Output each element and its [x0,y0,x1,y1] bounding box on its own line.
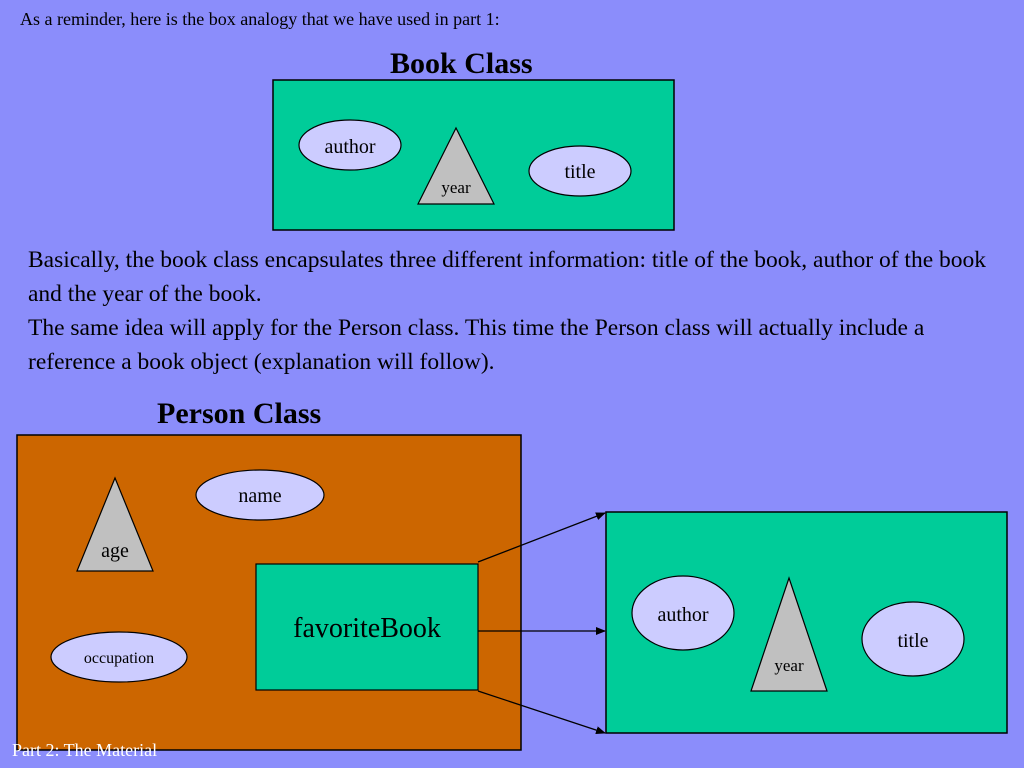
ref-book-author-label: author [657,604,708,626]
explanation-paragraph: Basically, the book class encapsulates t… [28,243,988,379]
book-author-label: author [324,136,375,158]
person-class-box: age name occupation favoriteBook [16,434,522,751]
book-year-label: year [441,178,471,197]
reference-arrows [477,512,606,734]
person-name-label: name [238,485,281,507]
explanation-line-1: Basically, the book class encapsulates t… [28,247,987,307]
ref-book-title-field: title [861,601,965,677]
book-class-box: author year title [272,79,675,231]
reminder-text: As a reminder, here is the box analogy t… [20,9,500,29]
person-occupation-field: occupation [50,631,188,683]
book-class-heading: Book Class [390,47,533,80]
person-favorite-book-field: favoriteBook [255,563,479,691]
favorite-book-label: favoriteBook [293,613,441,644]
ref-book-title-label: title [897,630,928,652]
ref-book-year-field: year [750,576,828,692]
book-author-field: author [298,119,402,171]
explanation-line-2: The same idea will apply for the Person … [28,315,925,375]
person-occupation-label: occupation [84,650,154,667]
arrow-top [477,512,606,563]
ref-book-year-label: year [774,656,804,675]
person-age-field: age [76,476,154,572]
book-year-field: year [417,126,495,205]
person-name-field: name [195,469,325,521]
book-title-field: title [528,145,632,197]
arrow-bottom [477,690,606,734]
book-title-label: title [564,161,595,183]
person-age-label: age [101,540,129,562]
ref-book-author-field: author [631,575,735,651]
footer-text: Part 2: The Material [12,740,158,760]
referenced-book-box: author year title [605,511,1008,734]
person-class-heading: Person Class [157,397,322,430]
